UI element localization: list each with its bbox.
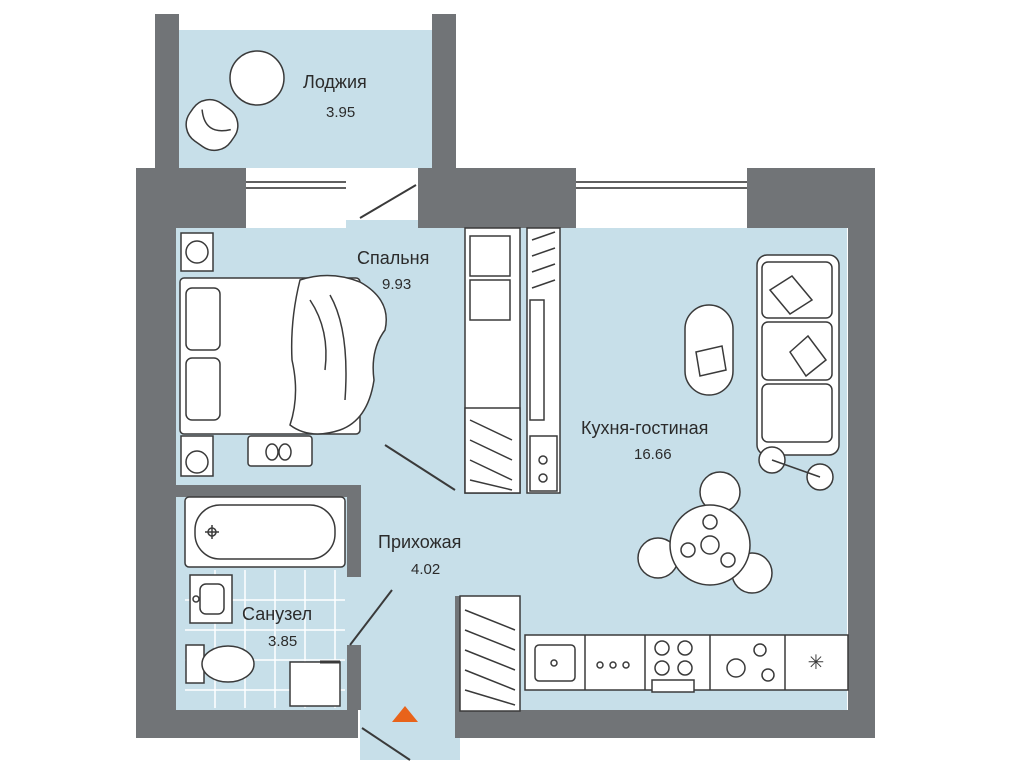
room-area-hallway: 4.02 [411, 561, 441, 578]
door-lines [349, 184, 456, 761]
room-area-loggia: 3.95 [326, 104, 356, 121]
room-label-bathroom: Санузел [242, 604, 313, 624]
room-area-bathroom: 3.85 [268, 633, 298, 650]
window-icon [246, 168, 747, 228]
stove-icon: ✳ [524, 634, 849, 693]
walls [136, 14, 875, 738]
bed-icon [179, 232, 387, 477]
sink-icon [189, 574, 233, 624]
room-area-kitchen-living: 16.66 [634, 446, 672, 463]
loggia-furniture [185, 50, 285, 152]
toilet-icon [185, 644, 341, 707]
room-area-bedroom: 9.93 [382, 276, 412, 293]
wardrobe-icon [464, 227, 561, 494]
dining-table-icon [637, 471, 773, 594]
room-label-kitchen-living: Кухня-гостиная [581, 418, 709, 438]
svg-text:✳: ✳ [808, 650, 825, 674]
entrance-arrow-icon [392, 706, 418, 722]
room-label-bedroom: Спальня [357, 248, 430, 268]
room-label-hallway: Прихожая [378, 532, 462, 552]
bathtub-icon [184, 496, 346, 568]
room-label-loggia: Лоджия [303, 72, 367, 92]
sofa-icon [684, 254, 840, 491]
hall-wardrobe-icon [459, 595, 521, 712]
